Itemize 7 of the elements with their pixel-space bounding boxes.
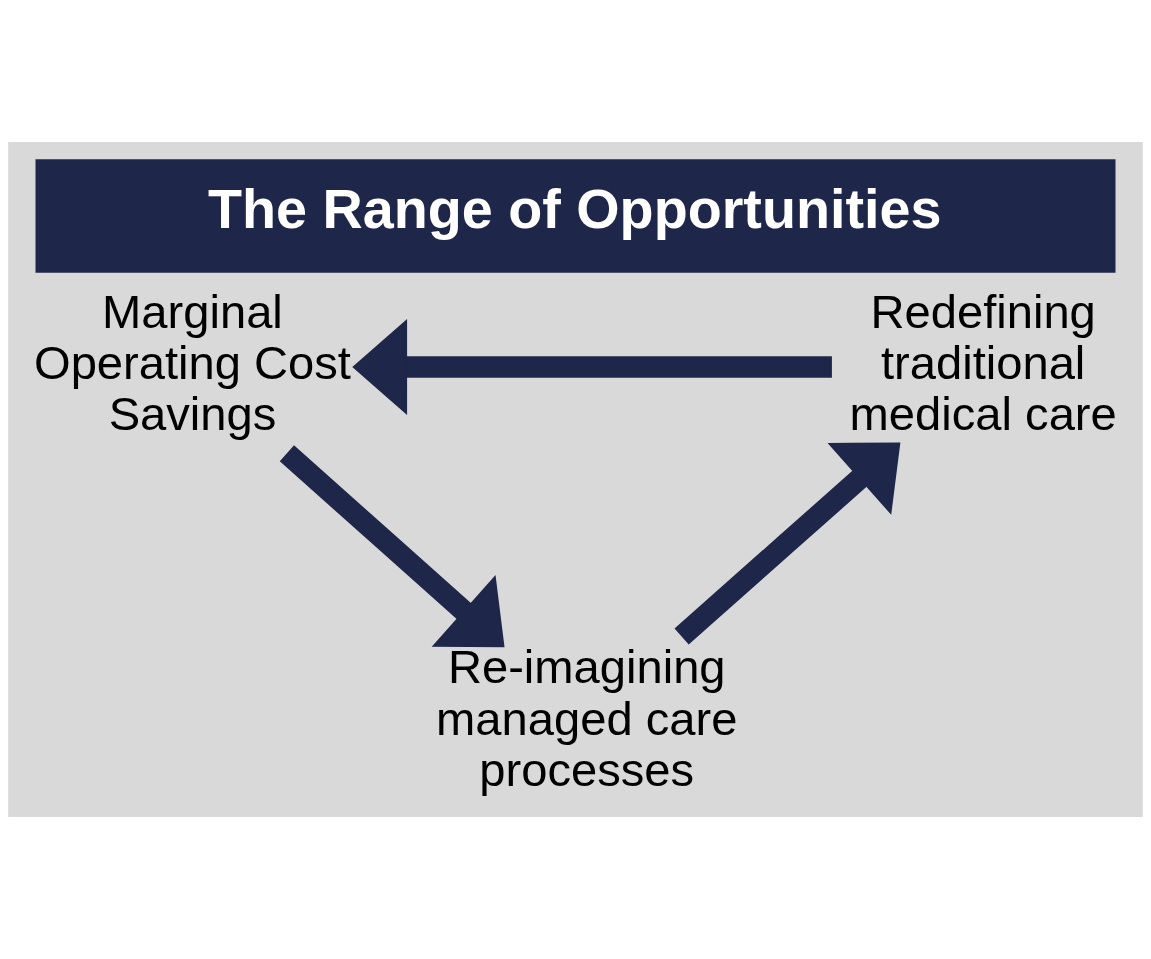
node-text: Marginal Operating Cost Savings	[33, 284, 351, 441]
arrow	[279, 445, 505, 648]
arrow	[352, 319, 832, 415]
diagram-title: The Range of Opportunities	[208, 178, 942, 241]
node-text: Redefining traditional medical care	[849, 284, 1117, 441]
node-text: Re-imagining managed care processes	[436, 640, 738, 797]
arrow	[674, 442, 901, 645]
